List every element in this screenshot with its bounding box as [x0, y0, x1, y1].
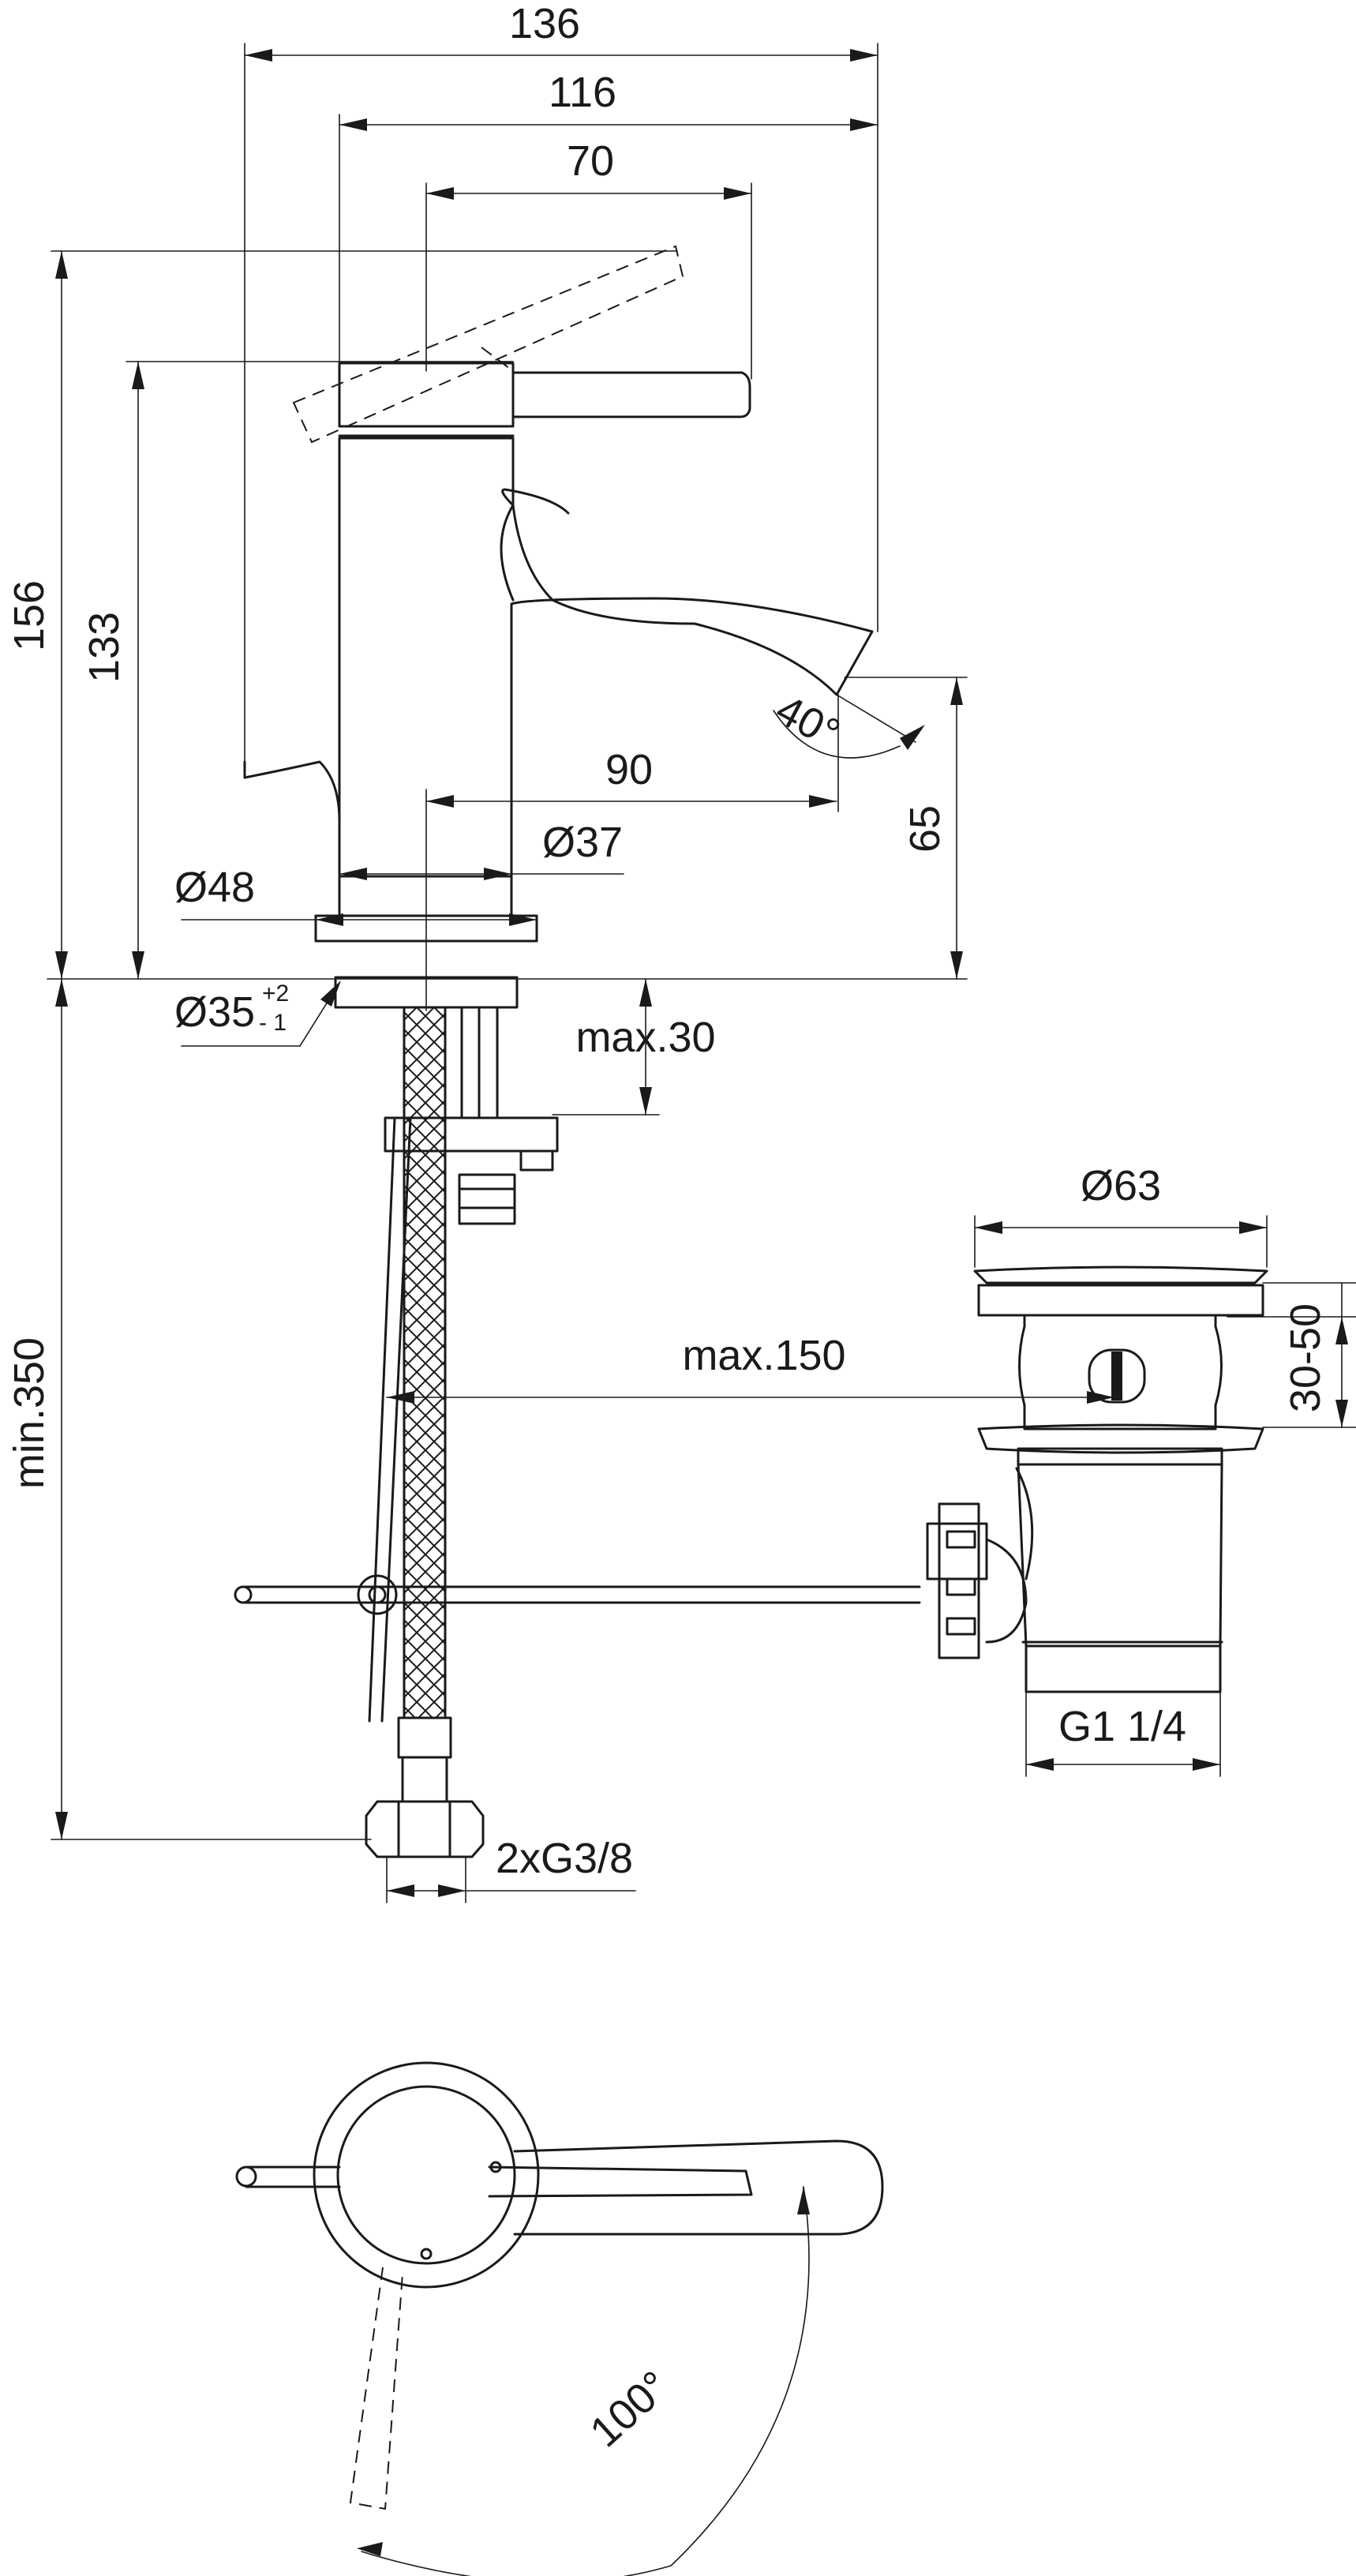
- label-136: 136: [509, 0, 580, 47]
- waste-connector-nut: [926, 1522, 988, 1580]
- fixing-bracket: [384, 1116, 559, 1153]
- spout-curve-inner: [500, 504, 515, 602]
- lever-hub: [338, 362, 515, 428]
- label-max150: max.150: [682, 1332, 845, 1379]
- lever-handle: [511, 371, 751, 418]
- dimension-lines: [47, 43, 1356, 2556]
- label-156: 156: [6, 580, 53, 651]
- spout: [501, 488, 570, 515]
- waste-body-lower: [1017, 1463, 1223, 1648]
- top-view-lever-alt: [349, 2267, 403, 2510]
- top-view-base: [313, 2061, 540, 2289]
- hose-nut: [365, 1800, 485, 1858]
- label-2xg3-8: 2xG3/8: [496, 1835, 633, 1882]
- top-view-spout: [513, 2139, 884, 2236]
- label-133: 133: [81, 612, 128, 683]
- popup-rod-knob: [243, 760, 341, 878]
- label-g1-1-4: G1 1/4: [1058, 1703, 1186, 1750]
- label-max30: max.30: [575, 1014, 715, 1061]
- label-30-50: 30-50: [1282, 1303, 1329, 1412]
- faucet-top-view: [235, 2061, 884, 2576]
- label-116: 116: [549, 69, 616, 116]
- faucet-body: [338, 437, 874, 878]
- top-view-body: [336, 2085, 516, 2265]
- waste-flange: [977, 1423, 1264, 1454]
- label-40-degrees: 40°: [768, 685, 847, 757]
- label-dia35: Ø35: [174, 988, 255, 1036]
- label-dia63: Ø63: [1081, 1162, 1161, 1209]
- popup-lift-rod: [368, 1116, 412, 1723]
- waste-tail: [1024, 1644, 1222, 1693]
- lever-alt-position: [292, 245, 684, 444]
- label-65: 65: [901, 805, 949, 853]
- top-view-lever: [488, 2165, 753, 2198]
- label-90: 90: [605, 746, 653, 793]
- waste-cap: [973, 1266, 1268, 1284]
- under-counter-parts: [234, 1006, 921, 1858]
- waste-slot: [1088, 1348, 1146, 1404]
- braided-hose: [403, 1006, 447, 1719]
- angle-100-arc: [361, 2186, 810, 2576]
- label-min350: min.350: [6, 1337, 53, 1489]
- label-100-degrees: 100°: [581, 2362, 678, 2456]
- waste-body-upper: [1018, 1314, 1223, 1430]
- label-tolerance-minus: - 1: [259, 1010, 287, 1036]
- label-tolerance-plus: +2: [262, 981, 289, 1007]
- rod-clamp: [357, 1574, 398, 1615]
- label-dia37: Ø37: [542, 819, 623, 866]
- fixing-nut: [458, 1173, 516, 1225]
- waste-set: [926, 1266, 1268, 1693]
- label-70: 70: [567, 137, 614, 185]
- label-dia48: Ø48: [174, 864, 255, 911]
